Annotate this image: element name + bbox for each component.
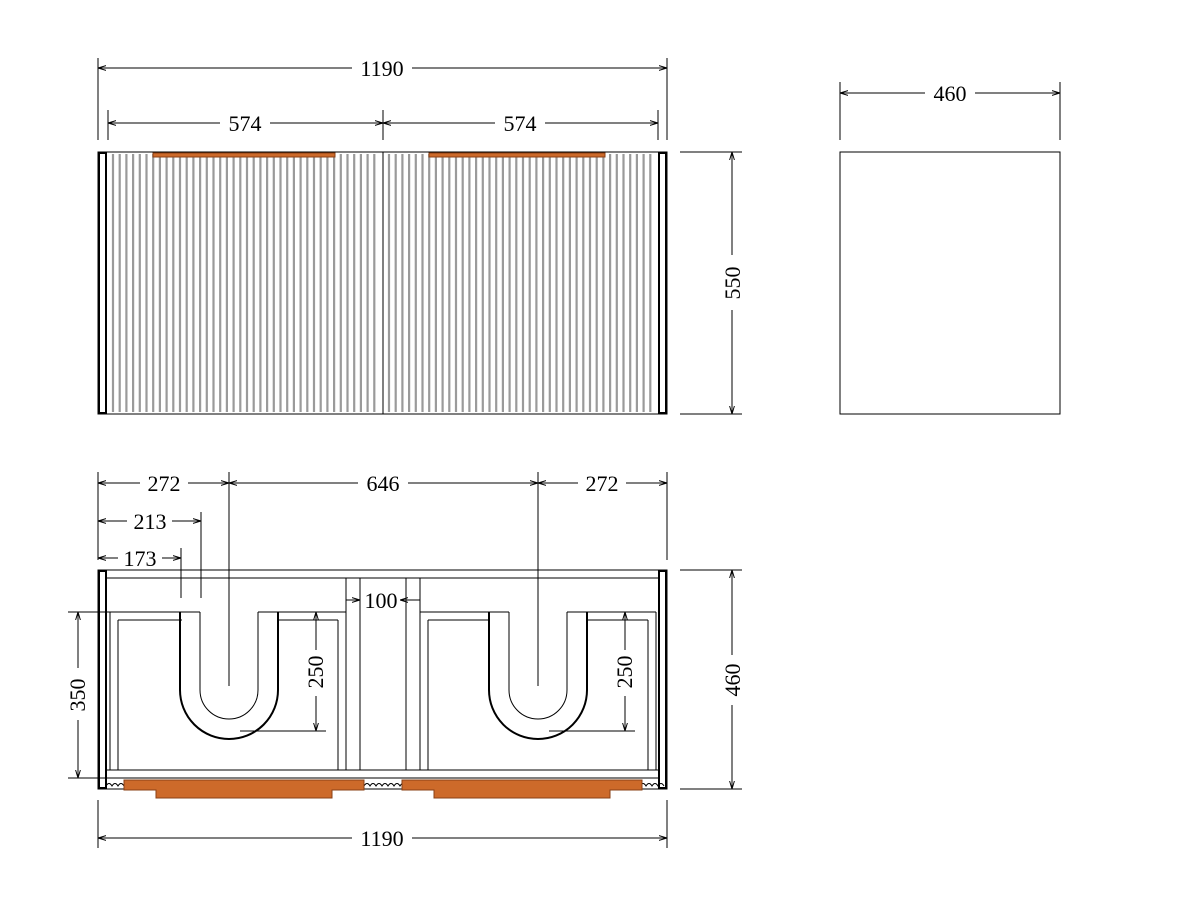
door-left-handle [152, 152, 336, 158]
dim-text-100: 100 [365, 588, 398, 613]
front-left-side-panel [98, 152, 107, 414]
door-right-fluting [387, 154, 652, 412]
dim-text-1190-bottom: 1190 [360, 826, 403, 851]
dimension-waste-positions: 272 646 272 [97, 471, 668, 686]
dim-text-460-top: 460 [720, 664, 745, 697]
drawer-left [109, 611, 347, 770]
top-right-handle [401, 779, 643, 799]
side-cabinet-outline [839, 151, 1061, 415]
siphon-cutout-left-inner [199, 612, 259, 720]
dimension-460-top: 460 [680, 569, 745, 790]
front-right-side-panel [658, 152, 667, 414]
top-right-side-panel [658, 570, 667, 789]
dim-text-250-left: 250 [303, 656, 328, 689]
front-view: 1190 574 574 550 [97, 56, 745, 415]
door-right-handle [428, 152, 606, 158]
dim-text-272-left: 272 [148, 471, 181, 496]
dimension-350: 350 [65, 611, 110, 779]
dim-text-574-right: 574 [504, 111, 537, 136]
drawer-right [419, 611, 657, 770]
dim-text-646: 646 [367, 471, 400, 496]
siphon-cutout-left-outer [179, 612, 279, 740]
center-divider-left [345, 577, 361, 771]
dimension-250-right: 250 [549, 612, 637, 732]
dimension-213: 213 [98, 509, 202, 598]
dimension-front-height: 550 [680, 151, 745, 415]
dimension-173: 173 [98, 546, 182, 598]
siphon-cutout-right-outer [488, 612, 588, 740]
dim-text-350: 350 [65, 679, 90, 712]
dim-text-550: 550 [720, 267, 745, 300]
dim-text-574-left: 574 [229, 111, 262, 136]
dimension-100: 100 [346, 588, 420, 613]
door-left-fluting [111, 154, 376, 412]
dim-text-460-side: 460 [934, 81, 967, 106]
side-view: 460 [839, 81, 1061, 415]
dim-text-173: 173 [124, 546, 157, 571]
dim-text-272-right: 272 [586, 471, 619, 496]
dim-text-213: 213 [134, 509, 167, 534]
dimension-250-left: 250 [240, 612, 328, 732]
dimension-door-widths: 574 574 [107, 110, 659, 140]
dim-text-1190-top: 1190 [360, 56, 403, 81]
top-left-handle [123, 779, 365, 799]
center-divider-right [405, 577, 421, 771]
dimension-top-overall-width: 1190 [97, 800, 668, 851]
dim-text-250-right: 250 [612, 656, 637, 689]
top-view: 272 646 272 213 173 10 [65, 471, 745, 851]
top-left-side-panel [98, 570, 107, 789]
dimension-front-overall-width: 1190 [97, 56, 668, 140]
siphon-cutout-right-inner [508, 612, 568, 720]
